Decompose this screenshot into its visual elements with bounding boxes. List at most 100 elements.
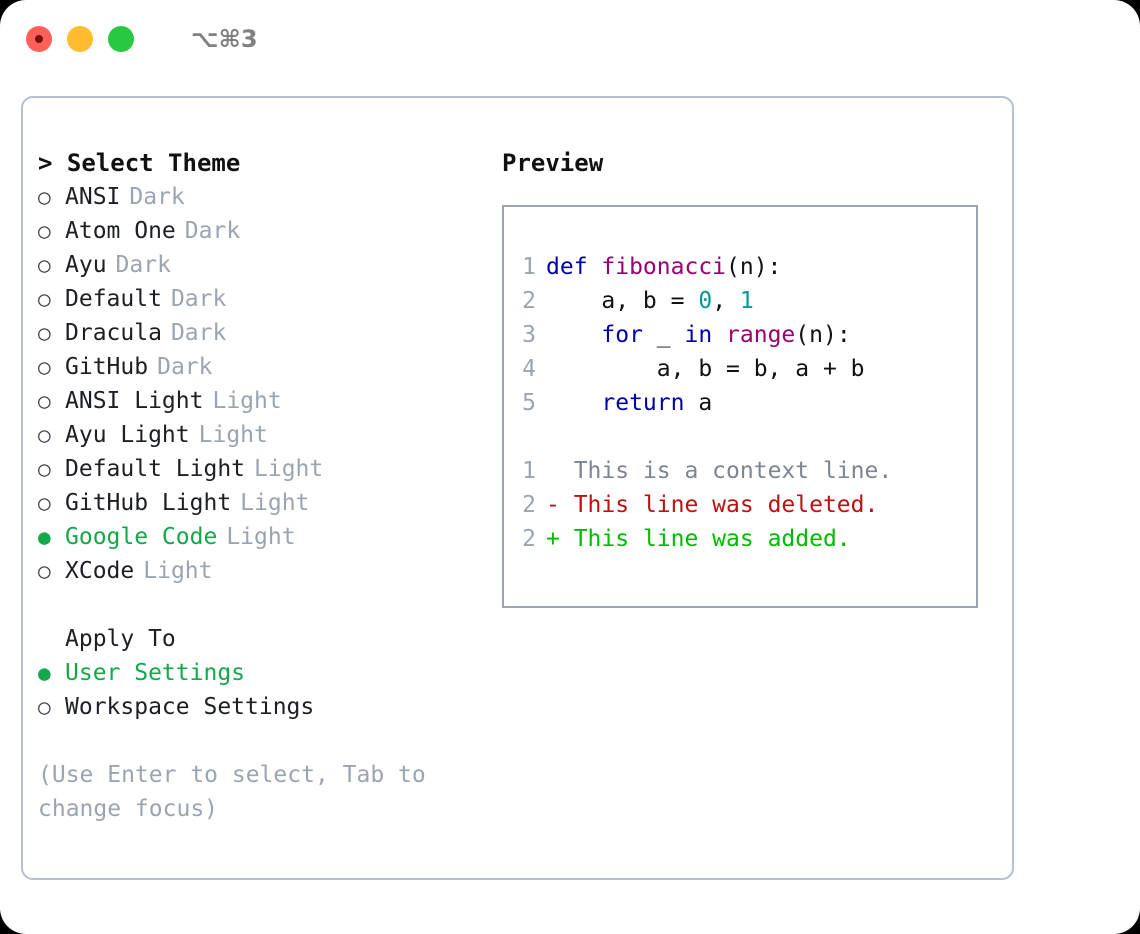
- diff-marker: +: [546, 526, 574, 552]
- theme-option-label: Atom One: [65, 218, 176, 244]
- title-bar: ⌥⌘3: [0, 0, 1140, 78]
- theme-option-tag: Light: [143, 558, 213, 584]
- line-number: 2: [522, 492, 536, 518]
- theme-option-label: Default: [65, 286, 162, 312]
- theme-option[interactable]: ○ Default Dark: [38, 282, 498, 316]
- theme-option-tag: Dark: [115, 252, 171, 278]
- theme-option[interactable]: ○ GitHub Dark: [38, 350, 498, 384]
- close-button[interactable]: [26, 26, 52, 52]
- radio-unselected-icon: ○: [38, 253, 51, 277]
- theme-option-tag: Dark: [157, 354, 213, 380]
- diff-line-text: This line was deleted.: [573, 492, 879, 518]
- radio-selected-icon: ●: [38, 525, 51, 549]
- radio-unselected-icon: ○: [38, 287, 51, 311]
- code-token-kw: in: [684, 322, 713, 348]
- theme-option-label: Google Code: [65, 524, 218, 550]
- code-token-plain: ,: [712, 288, 740, 314]
- theme-option[interactable]: ○ Ayu Light Light: [38, 418, 498, 452]
- code-token-plain: a, b =: [546, 288, 699, 314]
- diff-line-text: This is a context line.: [573, 458, 893, 484]
- radio-unselected-icon: ○: [38, 559, 51, 583]
- code-token-kw: return: [601, 390, 685, 416]
- code-token-fn: range: [726, 322, 796, 348]
- code-line-text: def fibonacci(n):: [546, 250, 781, 284]
- code-token-num: 1: [739, 288, 754, 314]
- code-line: 1 def fibonacci(n):: [504, 250, 976, 284]
- theme-option[interactable]: ○ XCode Light: [38, 554, 498, 588]
- code-token-plain: a: [684, 390, 713, 416]
- theme-option-tag: Light: [226, 524, 296, 550]
- apply-to-option[interactable]: ○ Workspace Settings: [38, 690, 498, 724]
- apply-to-option-label: Workspace Settings: [65, 694, 315, 720]
- line-number: 1: [522, 254, 536, 280]
- code-token-plain: [546, 390, 601, 416]
- line-number: 2: [522, 526, 536, 552]
- diff-line: 2- This line was deleted.: [504, 488, 976, 522]
- radio-unselected-icon: ○: [38, 185, 51, 209]
- diff-marker: -: [546, 492, 574, 518]
- theme-option-label: XCode: [65, 558, 135, 584]
- line-number: 1: [522, 458, 536, 484]
- code-line: 3 for _ in range(n):: [504, 318, 976, 352]
- theme-option-tag: Dark: [170, 320, 227, 346]
- code-token-fn: fibonacci: [601, 254, 727, 280]
- radio-unselected-icon: ○: [38, 389, 51, 413]
- apply-to-header: Apply To: [65, 626, 176, 652]
- radio-unselected-icon: ○: [38, 491, 51, 515]
- diff-line: 2 + This line was added.: [504, 522, 976, 556]
- theme-option-label: GitHub Light: [65, 490, 232, 516]
- theme-option-tag: Light: [254, 456, 324, 482]
- theme-option-tag: Dark: [170, 286, 227, 312]
- theme-option-label: ANSI: [65, 184, 121, 210]
- theme-option-tag: Light: [198, 422, 268, 448]
- line-number: 4: [522, 356, 536, 382]
- theme-option[interactable]: ○ Ayu Dark: [38, 248, 498, 282]
- keyboard-shortcut-label: ⌥⌘3: [191, 25, 258, 53]
- radio-unselected-icon: ○: [38, 355, 51, 379]
- diff-marker: [546, 454, 574, 488]
- apply-to-list[interactable]: ●User Settings ○ Workspace Settings: [38, 656, 498, 724]
- code-line: 2 a, b = 0, 1: [504, 284, 976, 318]
- theme-option[interactable]: ● Google Code Light: [38, 520, 498, 554]
- theme-option-label: Default Light: [65, 456, 246, 482]
- radio-unselected-icon: ○: [38, 695, 51, 719]
- code-token-plain: (n):: [726, 254, 782, 280]
- code-line: 5 return a: [504, 386, 976, 420]
- line-number: 2: [522, 288, 536, 314]
- theme-option-tag: Light: [212, 388, 282, 414]
- theme-option-label: Ayu: [65, 252, 107, 278]
- theme-option-label: Ayu Light: [65, 422, 190, 448]
- apply-to-option[interactable]: ●User Settings: [38, 656, 498, 690]
- code-token-plain: [712, 322, 726, 348]
- theme-option-label: GitHub: [65, 354, 149, 380]
- select-theme-header: > Select Theme: [38, 149, 241, 177]
- code-line: 4 a, b = b, a + b: [504, 352, 976, 386]
- preview-title: Preview: [502, 149, 604, 177]
- code-token-kw: def: [546, 254, 602, 280]
- theme-option-label: ANSI Light: [65, 388, 204, 414]
- minimize-button[interactable]: [67, 26, 93, 52]
- code-token-plain: a, b = b, a + b: [546, 356, 865, 382]
- radio-unselected-icon: ○: [38, 321, 51, 345]
- diff-line-text: This line was added.: [573, 526, 851, 552]
- code-token-num: 0: [698, 288, 713, 314]
- theme-option[interactable]: ○ ANSI Light Light: [38, 384, 498, 418]
- code-line-text: return a: [546, 386, 712, 420]
- diff-line: 1 This is a context line.: [504, 454, 976, 488]
- code-token-kw: for: [601, 322, 643, 348]
- apply-to-option-label: User Settings: [65, 660, 246, 686]
- maximize-button[interactable]: [108, 26, 134, 52]
- code-token-plain: [546, 322, 601, 348]
- radio-unselected-icon: ○: [38, 423, 51, 447]
